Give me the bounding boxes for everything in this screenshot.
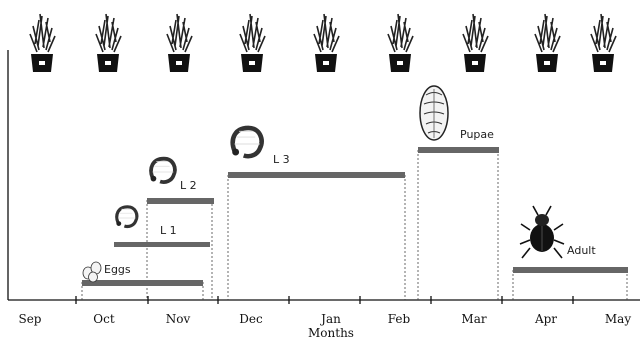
stage-label-pupae: Pupae bbox=[460, 128, 494, 141]
dashed-guides bbox=[81, 150, 628, 300]
potted-plant-icon bbox=[166, 13, 193, 73]
stage-bar-l1 bbox=[114, 242, 210, 247]
stage-bar-eggs bbox=[82, 280, 203, 286]
month-label: Sep bbox=[18, 312, 41, 326]
pupa-icon bbox=[419, 85, 449, 141]
axis-title: Months bbox=[308, 326, 354, 340]
stage-bar-l3 bbox=[228, 172, 405, 178]
potted-plant-icon bbox=[590, 13, 617, 73]
stage-bar-pupae bbox=[418, 147, 499, 153]
stage-bar-adult bbox=[513, 267, 628, 273]
month-label: Nov bbox=[166, 312, 191, 326]
stage-label-l1: L 1 bbox=[160, 224, 177, 237]
larva-icon bbox=[114, 205, 139, 229]
beetle-icon bbox=[519, 205, 565, 259]
stage-label-l2: L 2 bbox=[180, 179, 197, 192]
larva-icon bbox=[232, 128, 261, 156]
stage-label-l3: L 3 bbox=[273, 153, 290, 166]
stage-label-eggs: Eggs bbox=[104, 263, 131, 276]
month-label: Jan bbox=[319, 312, 341, 326]
month-ticks bbox=[75, 296, 574, 304]
potted-plant-icon bbox=[313, 13, 340, 73]
potted-plant-icon bbox=[29, 13, 56, 73]
potted-plant-icon bbox=[387, 13, 414, 73]
stage-label-adult: Adult bbox=[567, 244, 596, 257]
potted-plant-icon bbox=[534, 13, 561, 73]
potted-plant-icon bbox=[462, 13, 489, 73]
month-label: Apr bbox=[534, 312, 557, 326]
month-label: Feb bbox=[388, 312, 411, 326]
potted-plant-icon bbox=[95, 13, 122, 73]
eggs-icon bbox=[82, 261, 102, 283]
larva-icon bbox=[148, 156, 177, 184]
month-label: Oct bbox=[93, 312, 115, 326]
month-label: Mar bbox=[461, 312, 486, 326]
stage-bar-l2 bbox=[147, 198, 214, 204]
month-label: May bbox=[605, 312, 631, 326]
month-label: Dec bbox=[239, 312, 263, 326]
potted-plant-icon bbox=[239, 13, 266, 73]
